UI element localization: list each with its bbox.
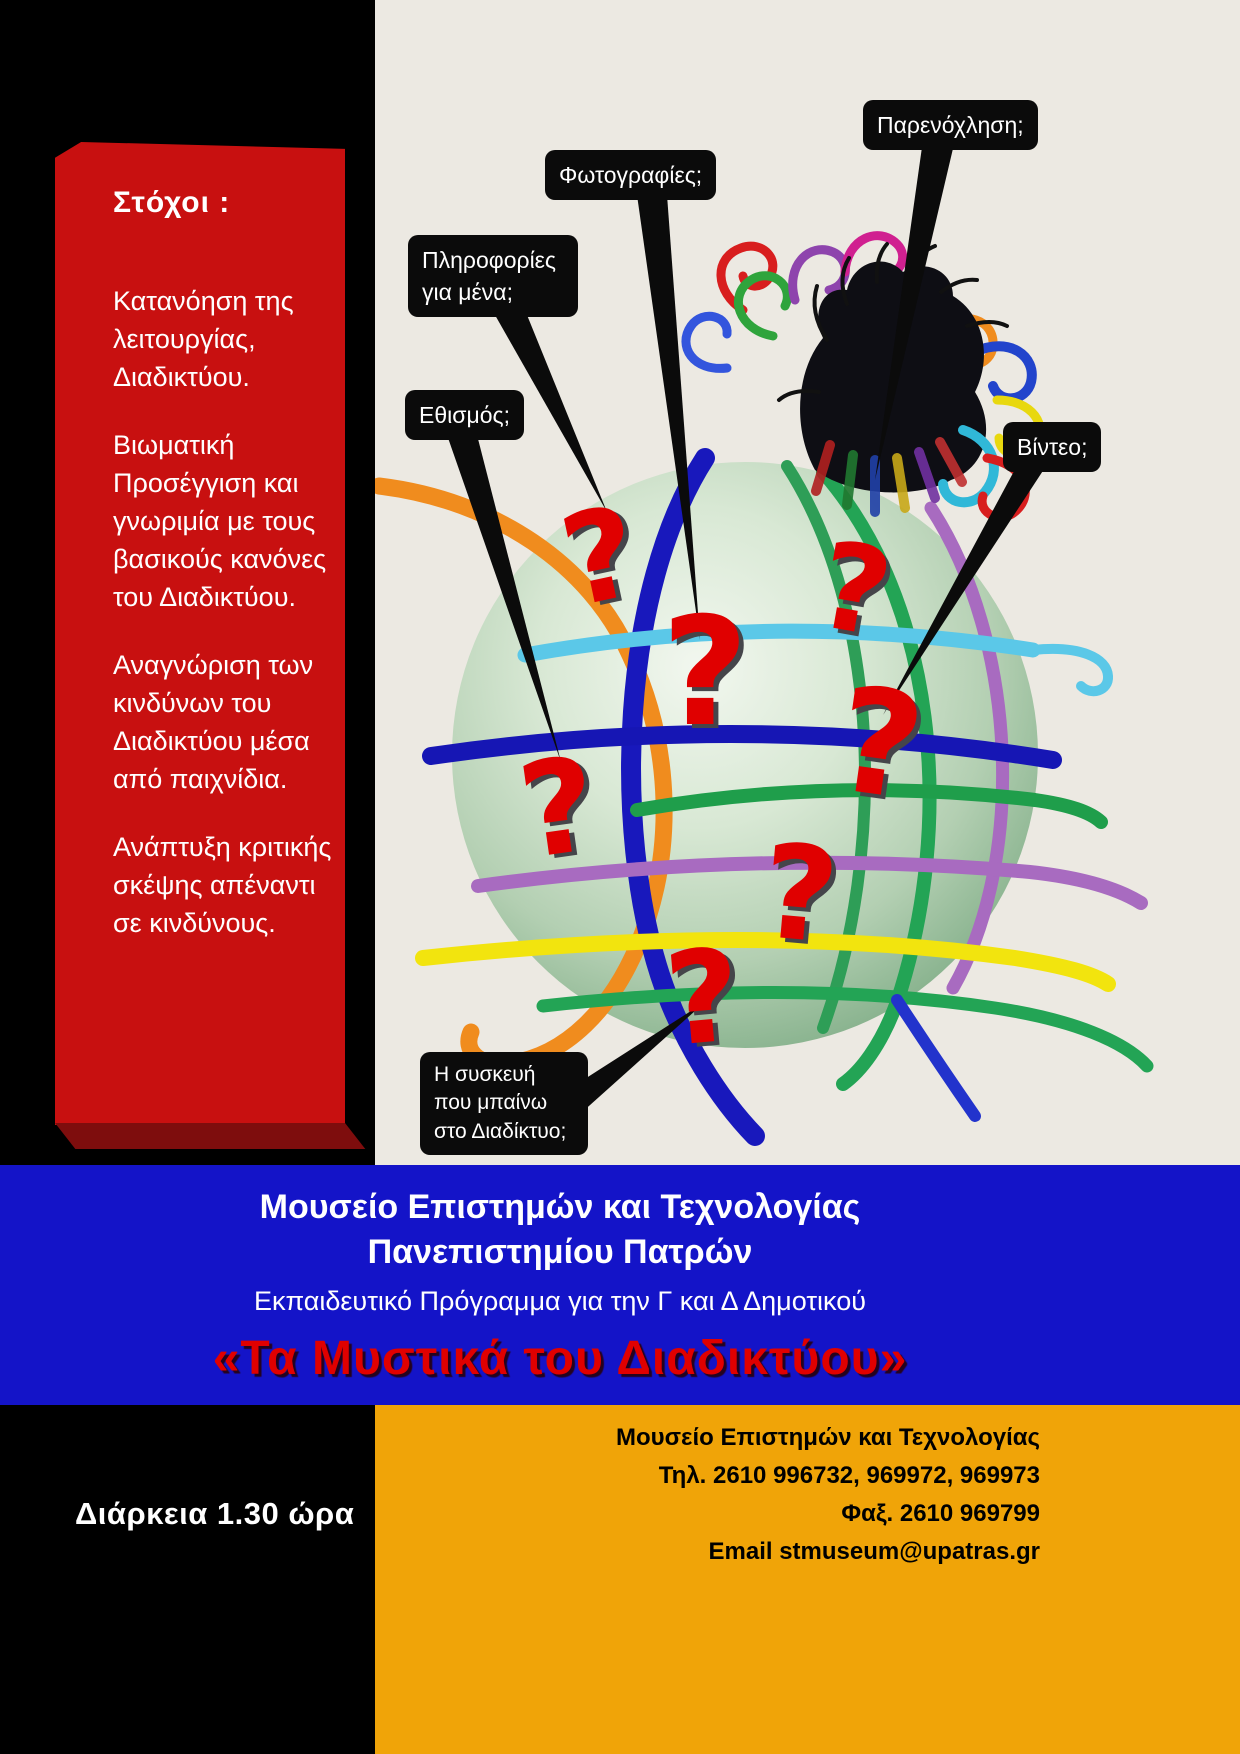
ribbon-darkblue-band <box>422 724 1062 769</box>
tail-photos <box>637 195 700 640</box>
blue-title-band: Μουσείο Επιστημών και Τεχνολογίας Πανεπι… <box>0 1165 1240 1405</box>
globe-ribbons <box>375 448 1154 1146</box>
ribbon-green-bottom-band <box>536 986 1154 1073</box>
tail-harassment <box>875 140 955 480</box>
bubble-info: Πληροφορίες για μένα; <box>408 235 578 318</box>
museum-title-line1: Μουσείο Επιστημών και Τεχνολογίας <box>259 1188 861 1226</box>
poster-title: «Τα Μυστικά του Διαδικτύου» <box>212 1332 908 1385</box>
bubble-photos: Φωτογραφίες; <box>545 150 717 201</box>
svg-text:?: ? <box>660 921 747 1076</box>
tail-video <box>883 460 1050 715</box>
svg-text:?: ? <box>666 590 753 764</box>
goals-banner-shadow <box>55 1123 366 1149</box>
duration-text: Διάρκεια 1.30 ώρα <box>75 1496 355 1531</box>
svg-text:?: ? <box>661 586 748 760</box>
creature-feathers <box>811 437 967 517</box>
tail-device <box>580 1002 705 1114</box>
museum-title-line2: Πανεπιστημίου Πατρών <box>367 1233 753 1271</box>
svg-text:?: ? <box>760 819 848 977</box>
svg-text:?: ? <box>756 815 844 973</box>
contact-fax: Φαξ. 2610 969799 <box>841 1500 1040 1527</box>
ribbon-blue-bottom-arc <box>891 994 981 1122</box>
contact-block: Μουσείο Επιστημών και Τεχνολογίας Τηλ. 2… <box>375 1405 1240 1571</box>
goal-item: Κατανόηση της λειτουργίας, Διαδικτύου. <box>113 286 294 392</box>
contact-name: Μουσείο Επιστημών και Τεχνολογίας <box>616 1424 1040 1451</box>
goal-item: Αναγνώριση των κινδύνων του Διαδικτύου μ… <box>113 650 314 794</box>
goals-banner: Στόχοι : Κατανόηση της λειτουργίας, Διαδ… <box>55 141 345 1125</box>
ribbon-purple-band <box>471 855 1148 910</box>
program-subtitle: Εκπαιδευτικό Πρόγραμμα για την Γ και Δ Δ… <box>254 1286 866 1316</box>
bubble-addiction: Εθισμός; <box>405 390 524 441</box>
globe-illustration: ? ? ? ? ? ? ? ? ? ? <box>375 140 1154 1146</box>
goals-title: Στόχοι : <box>113 186 231 219</box>
ribbon-cyan-curl <box>1028 644 1113 697</box>
contact-band: Μουσείο Επιστημών και Τεχνολογίας Τηλ. 2… <box>375 1405 1240 1754</box>
question-mark: ? ? <box>661 586 753 764</box>
question-mark: ? ? <box>756 815 849 977</box>
bubble-device: Η συσκευή που μπαίνω στο Διαδίκτυο; <box>420 1052 588 1156</box>
bubble-tails <box>447 140 1050 1114</box>
contact-phone: Τηλ. 2610 996732, 969972, 969973 <box>658 1462 1040 1489</box>
goal-item: Βιωματική Προσέγγιση και γνωριμία με του… <box>113 430 327 612</box>
ribbon-cyan-band <box>517 623 1041 663</box>
bubble-harassment: Παρενόχληση; <box>863 100 1038 151</box>
contact-email: Email stmuseum@upatras.gr <box>708 1538 1041 1565</box>
goal-item: Ανάπτυξη κριτικής σκέψης απέναντι σε κιν… <box>113 832 332 938</box>
bubble-video: Βίντεο; <box>1003 422 1102 473</box>
ribbon-blue-meridian <box>621 448 765 1146</box>
tail-info <box>495 315 607 512</box>
ribbon-yellow-band <box>415 932 1116 992</box>
question-mark: ? ? <box>660 921 752 1080</box>
svg-text:?: ? <box>665 925 752 1080</box>
ribbon-green-band <box>630 783 1108 829</box>
illustration-panel: ? ? ? ? ? ? ? ? ? ? <box>375 0 1240 1165</box>
tail-addiction <box>447 435 561 762</box>
